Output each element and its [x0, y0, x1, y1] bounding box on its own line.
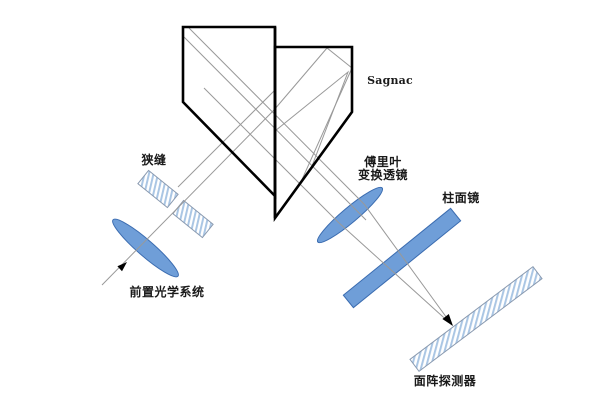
slit-plate-upper — [137, 169, 179, 209]
cylindrical-mirror-label: 柱面镜 — [442, 191, 480, 205]
detector-beam-arrowhead — [442, 314, 453, 326]
slit-plate-lower — [172, 199, 214, 239]
sagnac-label: Sagnac — [367, 74, 413, 87]
cylindrical-mirror-bar — [342, 207, 462, 309]
sheared-beam-upper — [188, 27, 453, 326]
fourier-lens-label-line2: 变换透镜 — [357, 167, 409, 182]
front-optics-label: 前置光学系统 — [129, 285, 205, 299]
right-prism-bounce-path-2 — [274, 70, 350, 167]
detector-label: 面阵探测器 — [413, 374, 477, 388]
input-beam-ray — [101, 109, 275, 286]
fourier-transform-lens-ellipse — [316, 186, 384, 244]
sagnac-prism-pair — [181, 25, 354, 223]
fourier-lens-label: 傅里叶 变换透镜 — [358, 156, 408, 181]
right-prism — [273, 45, 354, 223]
sheared-beam-lower — [203, 87, 453, 326]
right-prism-bounce-path — [273, 47, 353, 185]
input-beam-arrowhead — [117, 262, 127, 272]
front-optics-lens-ellipse — [112, 218, 179, 278]
left-prism — [181, 25, 277, 200]
fourier-lens-label-line1: 傅里叶 — [364, 155, 402, 169]
input-parallel-ray — [177, 89, 276, 188]
detector-bar — [409, 265, 543, 373]
slit-label: 狭缝 — [141, 153, 167, 167]
light-rays — [101, 27, 453, 326]
